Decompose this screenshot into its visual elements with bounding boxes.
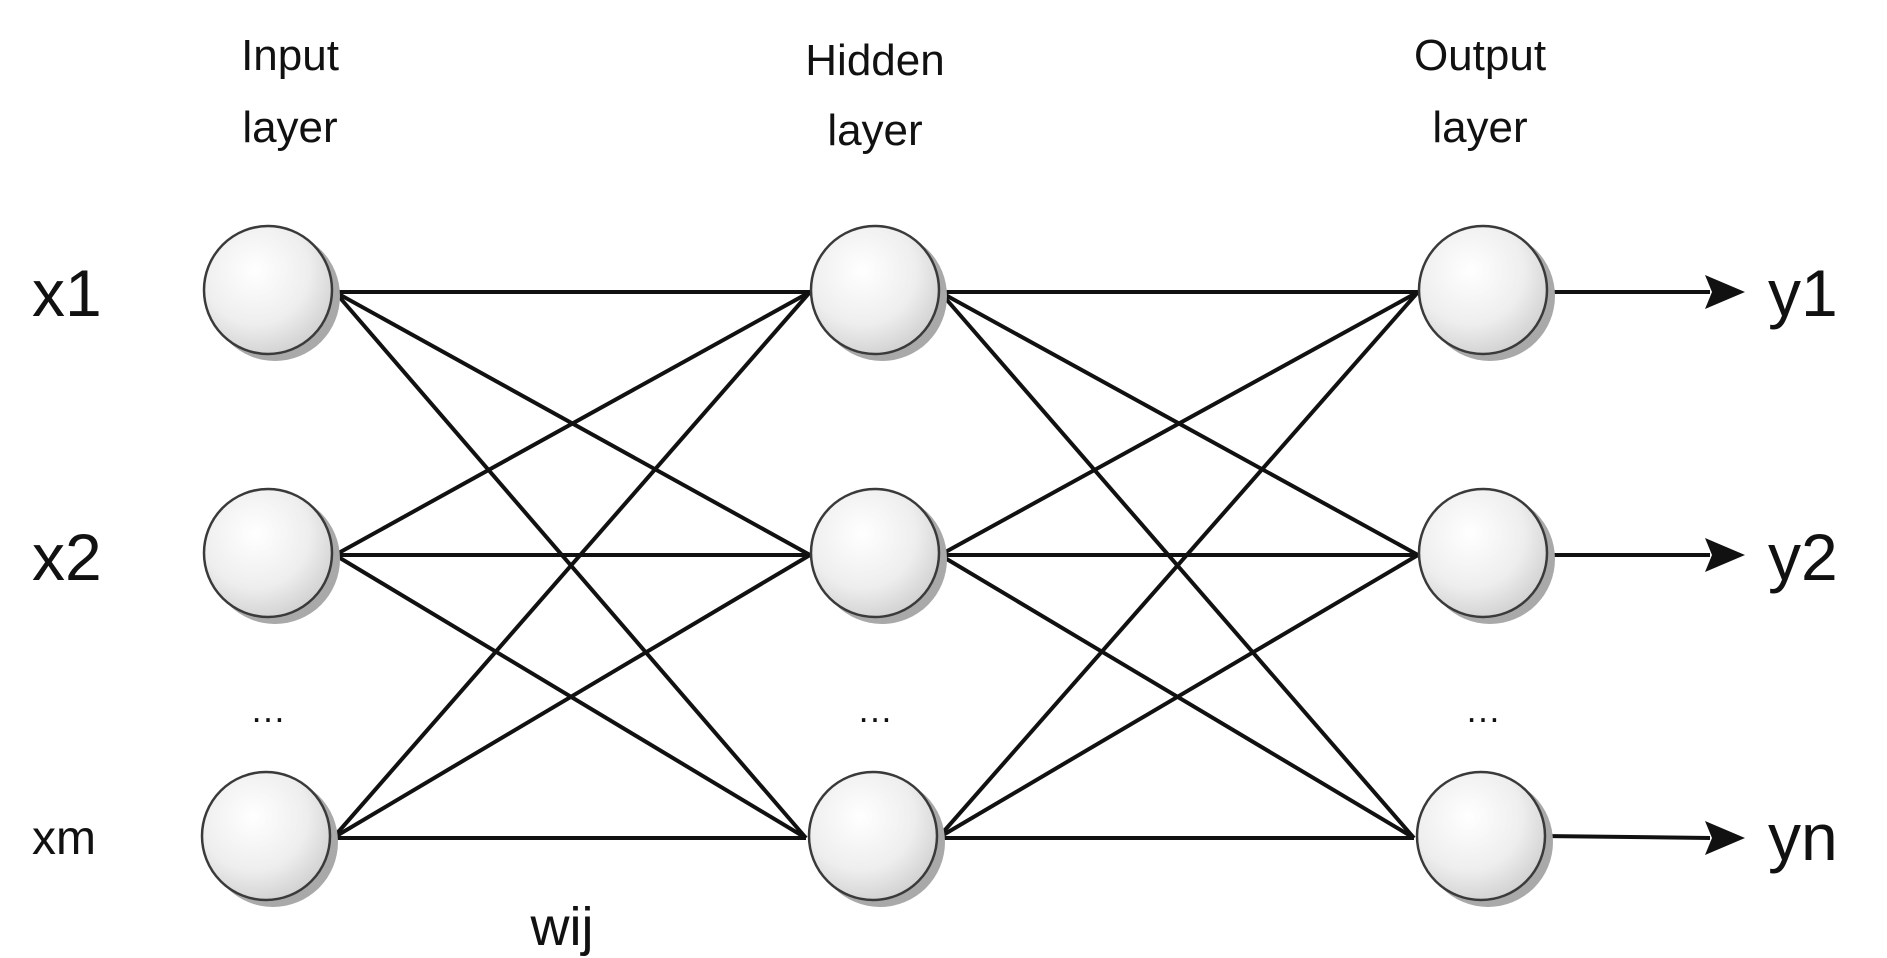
edge-h2-y1 — [939, 290, 1419, 557]
edge-x2-h1 — [334, 290, 811, 557]
input-layer-nodes — [200, 224, 340, 907]
input-node-xm — [200, 770, 332, 902]
input-node-x1 — [202, 224, 334, 356]
arrow-yn-line — [1541, 834, 1711, 840]
input-layer-title: Input — [241, 31, 339, 80]
edge-h3-y2 — [936, 553, 1420, 840]
output-label-y1: y1 — [1768, 256, 1838, 330]
output-layer-title: Output — [1414, 31, 1546, 80]
input-ellipsis: … — [250, 689, 286, 730]
output-ellipsis: … — [1465, 689, 1501, 730]
edge-xm-h2 — [331, 553, 812, 840]
output-label-yn: yn — [1768, 800, 1838, 874]
hidden-node-1 — [809, 224, 941, 356]
hidden-node-2 — [809, 487, 941, 619]
hidden-output-connections — [936, 290, 1420, 840]
hidden-layer-subtitle: layer — [827, 106, 922, 155]
hidden-ellipsis: … — [857, 689, 893, 730]
output-arrows — [1541, 275, 1745, 855]
output-layer-nodes — [1415, 224, 1555, 907]
input-node-x2 — [202, 487, 334, 619]
input-label-x1: x1 — [32, 256, 102, 330]
input-layer-subtitle: layer — [242, 103, 337, 152]
output-label-y2: y2 — [1768, 520, 1838, 594]
hidden-layer-nodes — [807, 224, 947, 907]
output-layer-subtitle: layer — [1432, 103, 1527, 152]
arrow-y1-head — [1705, 275, 1745, 309]
arrow-yn-head — [1705, 821, 1745, 855]
input-label-xm: xm — [32, 812, 96, 865]
edge-h3-y1 — [936, 290, 1420, 840]
input-hidden-connections — [331, 290, 812, 840]
output-node-y1 — [1417, 224, 1549, 356]
arrow-y2-head — [1705, 538, 1745, 572]
hidden-layer-title: Hidden — [805, 36, 944, 85]
output-node-yn — [1415, 770, 1547, 902]
input-label-x2: x2 — [32, 520, 102, 594]
hidden-node-3 — [807, 770, 939, 902]
weight-label: wij — [530, 897, 594, 957]
output-node-y2 — [1417, 487, 1549, 619]
edge-xm-h1 — [331, 290, 812, 840]
